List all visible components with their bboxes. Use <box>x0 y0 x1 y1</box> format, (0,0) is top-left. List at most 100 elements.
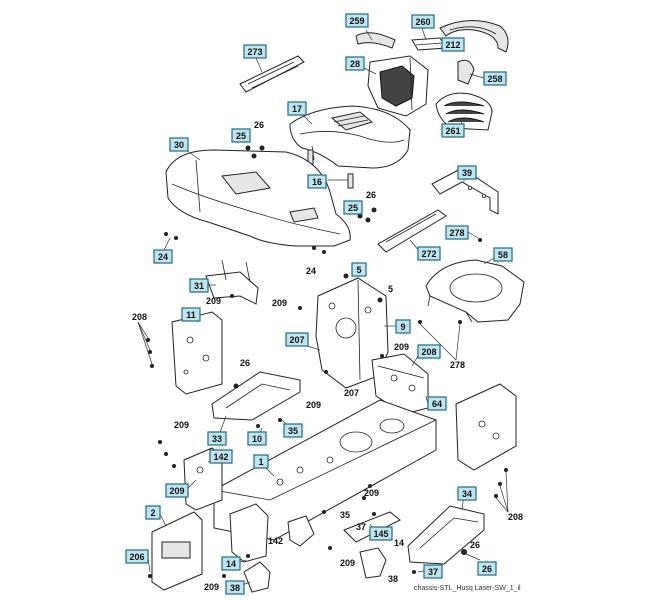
svg-text:33: 33 <box>212 434 222 444</box>
callout-258: 258 <box>483 71 507 86</box>
svg-text:24: 24 <box>158 252 168 262</box>
label-24-right: 24 <box>306 266 316 276</box>
dash-cover-part <box>355 32 396 49</box>
label-208-right: 208 <box>508 512 523 522</box>
label-142-plain: 142 <box>268 536 283 546</box>
svg-text:2: 2 <box>150 508 155 518</box>
label-208-left: 208 <box>132 312 147 322</box>
svg-text:10: 10 <box>252 434 262 444</box>
side-plate-right-part <box>455 383 517 471</box>
side-rail-272-part <box>377 209 447 253</box>
footrest-33-part <box>211 371 301 421</box>
svg-text:9: 9 <box>400 322 405 332</box>
callout-142-box: 142 <box>209 449 233 464</box>
drawing-id: chassis-STL_Husq Laser-SW_1_il <box>414 585 521 592</box>
label-26-c: 26 <box>240 358 250 368</box>
callout-2: 2 <box>145 505 161 520</box>
label-38-plain: 38 <box>388 574 398 584</box>
callout-209-box: 209 <box>165 483 189 498</box>
svg-text:5: 5 <box>356 265 361 275</box>
callout-207-box: 207 <box>285 332 309 347</box>
svg-text:30: 30 <box>174 140 184 150</box>
svg-text:261: 261 <box>445 126 460 136</box>
callout-17: 17 <box>287 101 307 116</box>
callout-34: 34 <box>457 486 477 501</box>
dash-housing-part <box>367 55 429 117</box>
front-plate-2-part <box>151 511 203 591</box>
frame-1-part <box>213 399 437 541</box>
lever-38-part <box>243 547 387 593</box>
svg-text:208: 208 <box>421 347 436 357</box>
svg-text:206: 206 <box>129 552 144 562</box>
callout-212: 212 <box>441 37 465 52</box>
callout-14-box: 14 <box>221 556 241 571</box>
label-209-d: 209 <box>306 400 321 410</box>
svg-text:37: 37 <box>428 567 438 577</box>
bracket-31-part <box>205 259 259 305</box>
svg-text:26: 26 <box>482 564 492 574</box>
callout-58: 58 <box>493 247 513 262</box>
svg-text:31: 31 <box>194 281 204 291</box>
svg-text:58: 58 <box>498 250 508 260</box>
callout-38-box: 38 <box>225 580 245 595</box>
callout-37-box: 37 <box>423 564 443 579</box>
label-26-b: 26 <box>366 190 376 200</box>
label-37-plain: 37 <box>356 522 366 532</box>
callout-10: 10 <box>247 431 267 446</box>
hood-17-part <box>289 105 411 169</box>
footrest-34-part <box>407 505 485 565</box>
label-209-e: 209 <box>174 420 189 430</box>
svg-text:278: 278 <box>449 228 464 238</box>
bracket-center-part <box>229 503 315 563</box>
callout-259: 259 <box>345 13 369 28</box>
svg-text:39: 39 <box>462 168 472 178</box>
callout-30: 30 <box>169 137 189 152</box>
callout-33: 33 <box>207 431 227 446</box>
bracket-258-part <box>457 59 475 85</box>
bolts <box>146 145 508 578</box>
svg-text:209: 209 <box>169 486 184 496</box>
svg-text:142: 142 <box>213 452 228 462</box>
dash-panel-part <box>411 37 447 51</box>
callout-278-top: 278 <box>445 225 469 240</box>
callout-35-box: 35 <box>283 423 303 438</box>
svg-text:272: 272 <box>421 249 436 259</box>
label-209-g: 209 <box>340 558 355 568</box>
nut-278 <box>478 238 482 242</box>
hood-trim-part <box>439 20 509 53</box>
svg-text:28: 28 <box>350 59 360 69</box>
callout-261: 261 <box>441 123 465 138</box>
svg-text:273: 273 <box>247 47 262 57</box>
grille-261-part <box>435 92 493 131</box>
callout-260: 260 <box>411 14 435 29</box>
side-rail-273-part <box>239 55 305 93</box>
label-26-a: 26 <box>254 120 264 130</box>
label-278-bottom: 278 <box>450 360 465 370</box>
svg-text:259: 259 <box>349 16 364 26</box>
label-209-f: 209 <box>364 488 379 498</box>
support-58-part <box>425 259 525 323</box>
callout-273: 273 <box>243 44 267 59</box>
svg-text:258: 258 <box>487 74 502 84</box>
label-209-h: 209 <box>204 582 219 592</box>
callout-9: 9 <box>395 319 411 334</box>
label-35-plain: 35 <box>340 510 350 520</box>
label-26-d: 26 <box>470 540 480 550</box>
callout-64: 64 <box>427 396 447 411</box>
svg-text:34: 34 <box>462 489 472 499</box>
svg-text:35: 35 <box>288 426 298 436</box>
callout-272: 272 <box>417 246 441 261</box>
svg-text:11: 11 <box>186 310 196 320</box>
callout-206: 206 <box>125 549 149 564</box>
callout-208-box: 208 <box>417 344 441 359</box>
callout-24-left: 24 <box>153 249 173 264</box>
dash-tower-part <box>315 277 389 389</box>
callout-145: 145 <box>369 526 393 541</box>
callout-1: 1 <box>253 454 269 469</box>
label-5-right: 5 <box>388 284 393 294</box>
svg-text:17: 17 <box>292 104 302 114</box>
svg-text:64: 64 <box>432 399 442 409</box>
callout-11: 11 <box>181 307 201 322</box>
label-207-plain: 207 <box>344 388 359 398</box>
svg-text:207: 207 <box>289 335 304 345</box>
